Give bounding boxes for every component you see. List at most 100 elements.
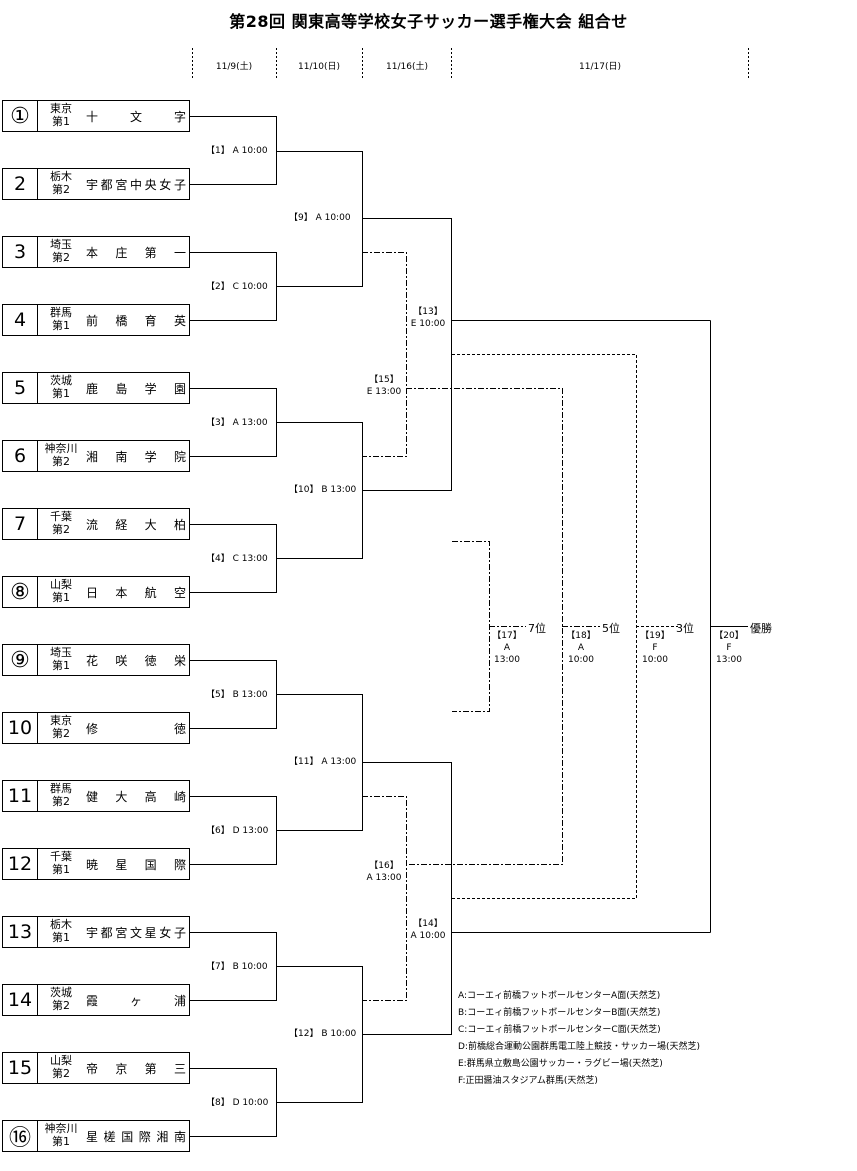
venue-f: F:正田醤油スタジアム群馬(天然芝): [458, 1076, 598, 1086]
team-2: 2 栃木第2 宇都宮中央女子: [2, 168, 190, 200]
team-12: 12 千葉第1 暁星国際: [2, 848, 190, 880]
match-13-label: 【13】E 10:00: [410, 307, 446, 329]
prefecture: 茨城第2: [50, 986, 72, 1012]
team-name: 星槎国際湘南: [86, 1129, 186, 1144]
prefecture: 山梨第1: [50, 578, 72, 604]
prefecture: 山梨第2: [50, 1054, 72, 1080]
venue-c: C:コーエィ前橋フットボールセンターC面(天然芝): [458, 1025, 661, 1035]
date-header-4: 11/17(日): [579, 62, 621, 72]
match-12-label: 【12】 B 10:00: [289, 1029, 357, 1039]
seed-number: 11: [3, 781, 38, 811]
team-name: 日本航空: [86, 585, 186, 600]
date-header-1: 11/9(土): [215, 62, 253, 72]
prefecture: 東京第1: [50, 102, 72, 128]
place-champion: 優勝: [750, 622, 772, 635]
seed-number: 4: [3, 305, 38, 335]
place-3rd: 3位: [676, 622, 694, 635]
team-name: 宇都宮文星女子: [86, 925, 186, 940]
team-9: ⑨ 埼玉第1 花咲徳栄: [2, 644, 190, 676]
match-9-label: 【9】 A 10:00: [289, 213, 351, 223]
team-name: 湘南学院: [86, 449, 186, 464]
match-2-label: 【2】 C 10:00: [206, 282, 268, 292]
match-16-label: 【16】A 13:00: [366, 861, 402, 883]
team-name: 霞ヶ浦: [86, 993, 186, 1008]
team-1: ① 東京第1 十文字: [2, 100, 190, 132]
prefecture: 東京第2: [50, 714, 72, 740]
team-name: 本庄第一: [86, 245, 186, 260]
venue-e: E:群馬県立敷島公園サッカー・ラグビー場(天然芝): [458, 1059, 663, 1069]
team-14: 14 茨城第2 霞ヶ浦: [2, 984, 190, 1016]
match-6-label: 【6】 D 13:00: [206, 826, 269, 836]
seed-number: 15: [3, 1053, 38, 1083]
seed-number: 3: [3, 237, 38, 267]
match-1-label: 【1】 A 10:00: [206, 146, 268, 156]
match-11-label: 【11】 A 13:00: [289, 757, 357, 767]
team-name: 暁星国際: [86, 857, 186, 872]
venue-a: A:コーエィ前橋フットボールセンターA面(天然芝): [458, 991, 661, 1001]
team-name: 修徳: [86, 721, 186, 736]
seed-number: 14: [3, 985, 38, 1015]
date-header-2: 11/10(日): [298, 62, 340, 72]
match-15-label: 【15】E 13:00: [366, 375, 402, 397]
place-5th: 5位: [602, 622, 620, 635]
seed-number: ①: [3, 101, 38, 131]
page-title: 第28回 関東高等学校女子サッカー選手権大会 組合せ: [229, 12, 628, 31]
team-name: 花咲徳栄: [86, 653, 186, 668]
match-8-label: 【8】 D 10:00: [206, 1098, 269, 1108]
seed-number: ⑧: [3, 577, 38, 607]
team-name: 鹿島学園: [86, 381, 186, 396]
team-15: 15 山梨第2 帝京第三: [2, 1052, 190, 1084]
team-name: 十文字: [86, 109, 186, 124]
venue-b: B:コーエィ前橋フットボールセンターB面(天然芝): [458, 1008, 661, 1018]
prefecture: 神奈川第2: [44, 442, 78, 468]
prefecture: 千葉第2: [50, 510, 72, 536]
prefecture: 栃木第2: [50, 170, 72, 196]
seed-number: 5: [3, 373, 38, 403]
seed-number: 6: [3, 441, 38, 471]
match-5-label: 【5】 B 13:00: [206, 690, 268, 700]
seed-number: ⑯: [3, 1121, 38, 1151]
seed-number: 13: [3, 917, 38, 947]
prefecture: 群馬第2: [50, 782, 72, 808]
match-14-label: 【14】A 10:00: [410, 919, 446, 941]
match-7-label: 【7】 B 10:00: [206, 962, 268, 972]
venue-d: D:前橋総合運動公園群馬電工陸上競技・サッカー場(天然芝): [458, 1042, 700, 1052]
match-4-label: 【4】 C 13:00: [206, 554, 268, 564]
team-name: 宇都宮中央女子: [86, 177, 186, 192]
team-7: 7 千葉第2 流経大柏: [2, 508, 190, 540]
team-name: 帝京第三: [86, 1061, 186, 1076]
team-3: 3 埼玉第2 本庄第一: [2, 236, 190, 268]
prefecture: 栃木第1: [50, 918, 72, 944]
team-name: 流経大柏: [86, 517, 186, 532]
team-5: 5 茨城第1 鹿島学園: [2, 372, 190, 404]
prefecture: 埼玉第2: [50, 238, 72, 264]
match-3-label: 【3】 A 13:00: [206, 418, 268, 428]
prefecture: 群馬第1: [50, 306, 72, 332]
place-7th: 7位: [528, 622, 546, 635]
team-13: 13 栃木第1 宇都宮文星女子: [2, 916, 190, 948]
team-4: 4 群馬第1 前橋育英: [2, 304, 190, 336]
team-16: ⑯ 神奈川第1 星槎国際湘南: [2, 1120, 190, 1152]
team-6: 6 神奈川第2 湘南学院: [2, 440, 190, 472]
prefecture: 千葉第1: [50, 850, 72, 876]
team-name: 健大高崎: [86, 789, 186, 804]
match-10-label: 【10】 B 13:00: [289, 485, 357, 495]
team-11: 11 群馬第2 健大高崎: [2, 780, 190, 812]
team-name: 前橋育英: [86, 313, 186, 328]
seed-number: 12: [3, 849, 38, 879]
prefecture: 茨城第1: [50, 374, 72, 400]
seed-number: 10: [3, 713, 38, 743]
prefecture: 神奈川第1: [44, 1122, 78, 1148]
team-10: 10 東京第2 修徳: [2, 712, 190, 744]
seed-number: 2: [3, 169, 38, 199]
seed-number: 7: [3, 509, 38, 539]
prefecture: 埼玉第1: [50, 646, 72, 672]
date-header-3: 11/16(土): [386, 62, 428, 72]
seed-number: ⑨: [3, 645, 38, 675]
